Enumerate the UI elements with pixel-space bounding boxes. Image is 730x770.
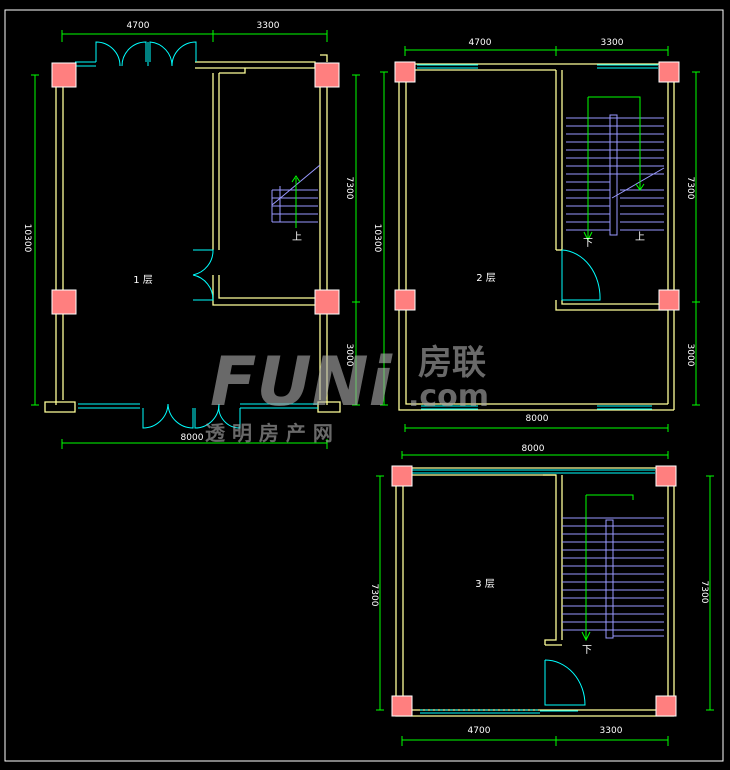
- floor-1-dim-left: 10300: [22, 224, 32, 253]
- floor-2-stair-up-label: 上: [635, 231, 645, 243]
- floor-2-room-label: 2 层: [476, 272, 496, 284]
- floor-1-stair-up-label: 上: [292, 231, 302, 243]
- floor-3-walls: [395, 467, 675, 717]
- floor-3-columns: [391, 465, 677, 717]
- floor-1-plan: 4700 3300 10300 7300 3000 8000 1 层 上: [22, 21, 360, 449]
- floor-1-room-label: 1 层: [133, 274, 153, 286]
- floor-1-dim-bottom: 8000: [181, 433, 204, 443]
- floor-1-windows: [75, 61, 318, 409]
- floor-3-dim-bottom-right: 3300: [600, 726, 623, 736]
- floor-2-dim-bottom: 8000: [526, 414, 549, 424]
- floor-2-columns: [394, 61, 680, 311]
- floor-2-walls: [398, 63, 675, 411]
- floor-1-doors: [95, 41, 241, 429]
- floor-3-dimension-lines: [376, 451, 714, 746]
- floor-1-dim-right-lower: 3000: [344, 344, 354, 367]
- floor-1-dimension-lines: [31, 30, 360, 449]
- floor-3-stair: [562, 494, 664, 642]
- floor-2-stair: [566, 96, 665, 242]
- floor-2-windows: [417, 64, 658, 410]
- watermark-brand: FUNi: [210, 343, 394, 422]
- floor-3-windows: [412, 469, 655, 714]
- floor-2-dim-top-right: 3300: [601, 38, 624, 48]
- floor-3-stair-down-label: 下: [582, 645, 592, 656]
- floor-2-doors: [561, 249, 601, 301]
- floor-3-room-label: 3 层: [475, 578, 495, 590]
- floor-2-plan: 4700 3300 10300 7300 3000 8000 2 层 下 上: [372, 38, 700, 432]
- floor-2-stair-down-label: 下: [583, 238, 593, 249]
- floor-1-columns: [51, 62, 340, 315]
- watermark-brand-cn: 房联: [418, 343, 486, 383]
- floor-1-dim-right-upper: 7300: [344, 177, 354, 200]
- floor-3-doors: [544, 659, 586, 706]
- floor-2-dim-top-left: 4700: [469, 38, 492, 48]
- floor-1-dim-top-right: 3300: [257, 21, 280, 31]
- floor-3-dim-top: 8000: [522, 444, 545, 454]
- floor-3-dim-bottom-left: 4700: [468, 726, 491, 736]
- watermark-domain: .com: [408, 379, 489, 414]
- floor-2-dim-right-upper: 7300: [685, 177, 695, 200]
- floor-2-dimension-lines: [380, 46, 700, 432]
- floor-3-dim-left: 7300: [369, 584, 379, 607]
- floor-1-stair: [271, 164, 321, 228]
- floor-3-dim-right: 7300: [699, 581, 709, 604]
- drawing-frame: [4, 9, 724, 762]
- floor-2-dim-left: 10300: [372, 224, 382, 253]
- watermark-slogan: 透 明 房 产 网: [205, 421, 333, 445]
- floor-1-dim-top-left: 4700: [127, 21, 150, 31]
- floor-1-walls: [44, 54, 341, 413]
- floor-3-plan: 8000 7300 7300 4700 3300 3 层 下: [369, 444, 714, 746]
- floor-2-dim-right-lower: 3000: [685, 344, 695, 367]
- watermark: FUNi 房联 .com 透 明 房 产 网: [205, 343, 489, 445]
